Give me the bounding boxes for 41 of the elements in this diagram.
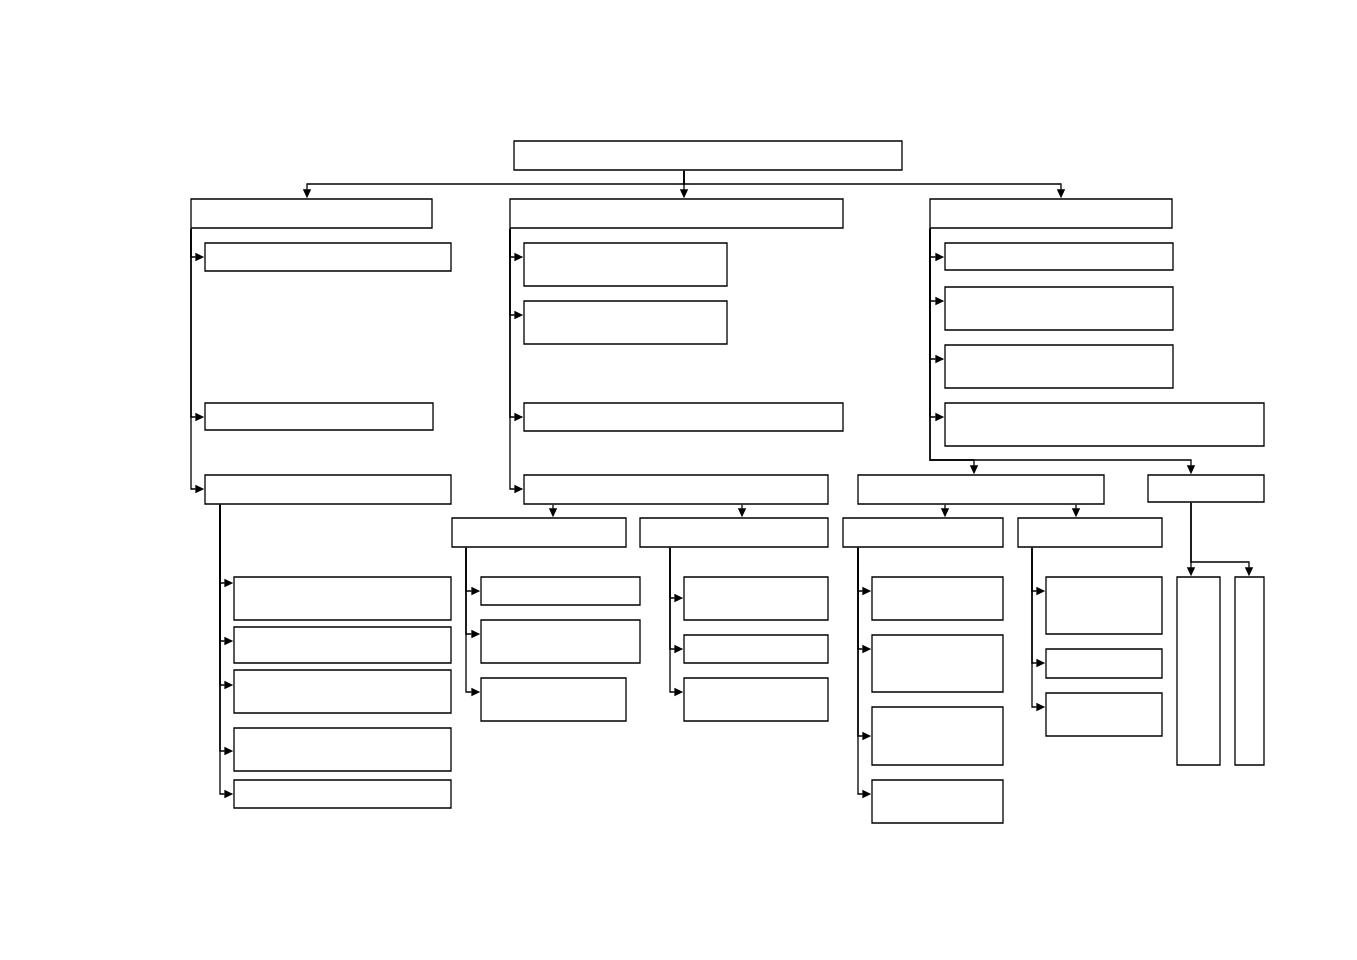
empty-box [1234, 576, 1265, 766]
empty-box [871, 576, 1004, 621]
empty-box [233, 626, 452, 664]
empty-box [683, 576, 829, 621]
empty-box [480, 576, 641, 606]
empty-box [233, 576, 452, 621]
empty-box [944, 242, 1174, 271]
empty-box [1045, 692, 1163, 737]
empty-box [944, 286, 1174, 331]
empty-box [683, 634, 829, 664]
empty-box [929, 198, 1173, 229]
empty-box [1176, 576, 1221, 766]
empty-box [871, 779, 1004, 824]
empty-box [523, 242, 728, 287]
empty-box [683, 677, 829, 722]
empty-box [204, 242, 452, 272]
empty-box [513, 140, 903, 171]
empty-box [1017, 517, 1163, 548]
empty-box [871, 706, 1004, 766]
empty-box [451, 517, 627, 548]
empty-box [233, 779, 452, 809]
empty-box [233, 727, 452, 772]
empty-box [944, 344, 1174, 389]
empty-box [233, 669, 452, 714]
empty-box [523, 474, 829, 505]
empty-box [857, 474, 1105, 505]
empty-box [1147, 474, 1265, 503]
empty-box [204, 474, 452, 505]
empty-box [639, 517, 829, 548]
empty-box [523, 402, 844, 432]
empty-box [204, 402, 434, 431]
empty-box [1045, 576, 1163, 635]
empty-box [480, 619, 641, 664]
empty-box [944, 402, 1265, 447]
empty-box [190, 198, 433, 229]
empty-box [1045, 648, 1163, 679]
empty-box [871, 634, 1004, 693]
empty-box [480, 677, 627, 722]
empty-box [523, 300, 728, 345]
empty-box [842, 517, 1004, 548]
empty-box [509, 198, 844, 229]
